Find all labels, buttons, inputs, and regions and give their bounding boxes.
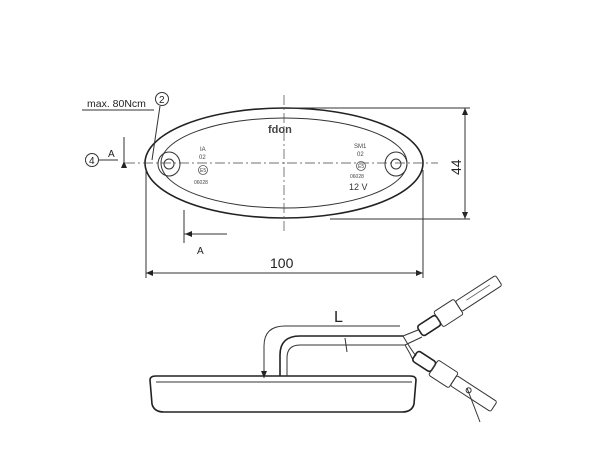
section-a-top-label: A (108, 149, 115, 160)
callout-2-number: 2 (159, 95, 165, 106)
callout-2-leader (151, 105, 161, 161)
right-marking-2: 02 (357, 152, 364, 158)
brand-logo: fdon (268, 124, 292, 136)
lower-connector-leader (466, 387, 481, 423)
lamp-side-body (149, 375, 417, 413)
left-marking-2: 02 (199, 155, 206, 161)
cable-inner (286, 344, 405, 376)
e-mark-left: E5 (198, 165, 208, 175)
cable-break-mark (344, 337, 348, 353)
left-marking-4: 06028 (194, 180, 208, 186)
voltage-marking: 12 V (349, 182, 368, 192)
left-marking-1: IA (200, 147, 206, 153)
right-marking-4: 06028 (350, 174, 364, 180)
svg-text:E5: E5 (358, 164, 364, 170)
cable-length-label: L (334, 309, 343, 326)
lower-spade-connector (412, 350, 497, 412)
callout-4-circle (85, 153, 99, 167)
callout-2-circle (155, 92, 169, 106)
upper-wire (402, 329, 423, 346)
top-view: IA 02 E5 06028 fdon SM1 02 E5 06028 12 V… (82, 92, 470, 278)
torque-label: max. 80Ncm (87, 98, 146, 110)
right-mounting-hole (384, 151, 408, 177)
upper-spade-connector (417, 275, 502, 337)
left-mounting-hole (157, 151, 181, 177)
cable-length-line (261, 325, 400, 378)
cable-outer (279, 335, 403, 376)
section-a-bottom-label: A (197, 246, 204, 257)
side-view: L (149, 275, 502, 423)
height-dimension-value: 44 (448, 159, 464, 175)
svg-text:E5: E5 (200, 168, 206, 174)
callout-4-number: 4 (89, 156, 95, 167)
e-mark-right: E5 (356, 161, 366, 171)
right-marking-1: SM1 (354, 144, 367, 150)
width-dimension-value: 100 (270, 255, 294, 271)
